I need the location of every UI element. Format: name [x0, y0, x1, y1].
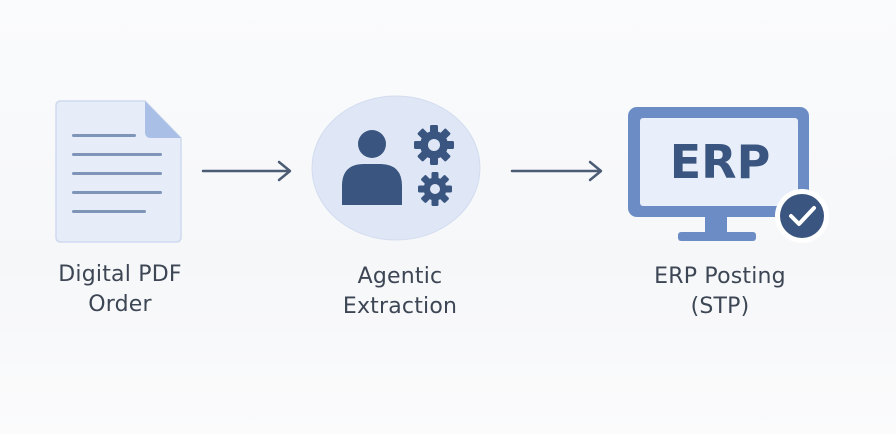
step-label-line: Digital PDF [58, 262, 182, 287]
step-label-line: Order [88, 292, 152, 317]
step-label-pdf-order: Digital PDF Order [20, 260, 220, 320]
pdf-document-icon [55, 100, 182, 243]
step-label-agentic-extraction: Agentic Extraction [300, 262, 500, 322]
arrow-right-icon [510, 160, 603, 182]
step-label-erp-posting: ERP Posting (STP) [620, 262, 820, 322]
step-label-line: Extraction [342, 294, 458, 319]
person-gears-icon [311, 95, 481, 241]
check-badge-icon [775, 189, 829, 243]
arrow-right-icon [201, 160, 292, 182]
step-label-line: (STP) [690, 294, 750, 319]
step-label-line: Agentic [357, 264, 443, 289]
erp-screen-text: ERP [670, 135, 771, 189]
step-label-line: ERP Posting [654, 264, 786, 289]
erp-monitor-icon: ERP [628, 107, 829, 243]
